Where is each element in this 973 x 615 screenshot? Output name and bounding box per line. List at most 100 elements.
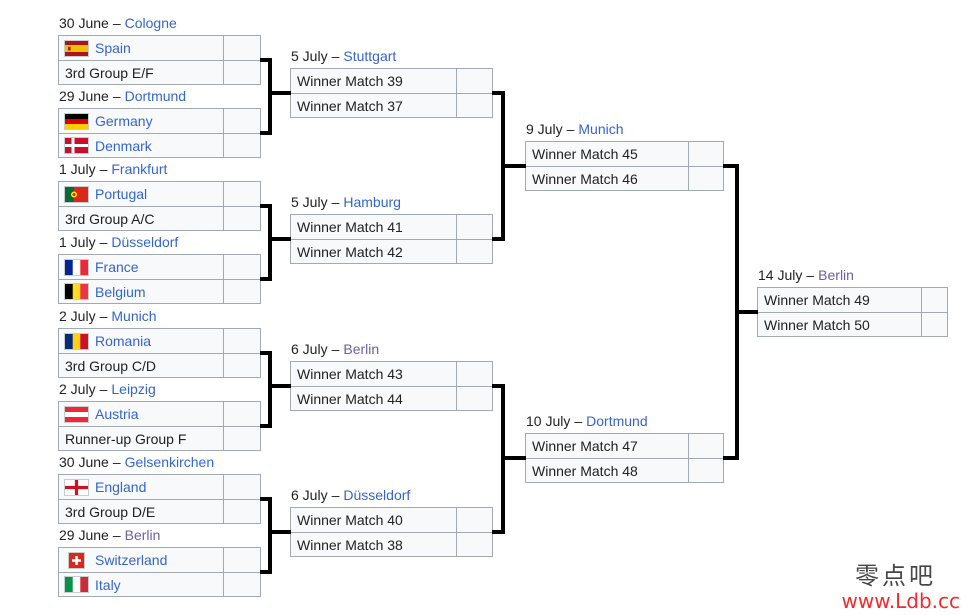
city-link[interactable]: Berlin [818, 267, 854, 283]
date-separator: – [112, 88, 121, 104]
city-link[interactable]: Hamburg [343, 194, 401, 210]
team-link[interactable]: Italy [95, 576, 121, 593]
match-row: Romania [59, 329, 260, 353]
match-date: 10 July [526, 413, 571, 429]
city-link[interactable]: Düsseldorf [111, 234, 179, 250]
bracket-connector [723, 456, 735, 460]
match-date-label: 2 July–Munich [59, 308, 157, 325]
team-placeholder: Winner Match 40 [297, 512, 403, 528]
match-date: 5 July [291, 194, 328, 210]
bracket-connector [272, 384, 291, 388]
bracket-connector [492, 91, 501, 95]
team-link[interactable]: Austria [95, 406, 139, 422]
match-date-label: 6 July–Berlin [291, 341, 379, 358]
bracket-connector [260, 131, 268, 135]
team-placeholder: Winner Match 50 [764, 316, 870, 333]
city-link[interactable]: Dortmund [586, 413, 648, 429]
score-cell [688, 434, 723, 458]
score-cell [223, 280, 260, 303]
match-row: Germany [59, 109, 260, 133]
team-placeholder: 3rd Group A/C [65, 210, 155, 227]
match-box-round-of-16-5: Romania 3rd Group C/D [58, 328, 261, 378]
city-link[interactable]: Dortmund [124, 88, 187, 104]
flag-icon-es [65, 40, 88, 56]
match-row: 3rd Group E/F [59, 60, 260, 84]
team-link[interactable]: England [95, 479, 147, 495]
team-cell: Spain [59, 36, 223, 60]
match-row: Winner Match 40 [291, 508, 492, 532]
team-link[interactable]: Germany [95, 113, 153, 129]
score-cell [223, 255, 260, 279]
city-link[interactable]: Stuttgart [343, 48, 397, 64]
match-date: 9 July [526, 121, 563, 137]
match-row: Winner Match 47 [526, 434, 723, 458]
date-separator: – [99, 234, 108, 250]
match-date-label: 2 July–Leipzig [59, 381, 156, 398]
team-link[interactable]: Spain [95, 40, 131, 56]
team-cell: Winner Match 43 [291, 362, 456, 386]
bracket-connector [272, 237, 291, 241]
city-link[interactable]: Berlin [124, 527, 161, 543]
match-row: Switzerland [59, 548, 260, 572]
match-row: Spain [59, 36, 260, 60]
team-placeholder: Winner Match 39 [297, 73, 403, 89]
city-link[interactable]: Leipzig [111, 381, 156, 397]
team-cell: Winner Match 47 [526, 434, 688, 458]
date-separator: – [112, 15, 121, 31]
team-placeholder: Winner Match 45 [532, 146, 638, 162]
bracket-connector [505, 456, 526, 460]
city-link[interactable]: Frankfurt [111, 161, 168, 177]
score-cell [456, 69, 492, 93]
date-separator: – [331, 194, 340, 210]
team-link[interactable]: Portugal [95, 186, 148, 202]
date-separator: – [566, 121, 575, 137]
bracket-connector [492, 384, 501, 388]
city-link[interactable]: Cologne [124, 15, 177, 31]
bracket-connector [260, 58, 268, 62]
match-row: Winner Match 43 [291, 362, 492, 386]
match-row: Winner Match 39 [291, 69, 492, 93]
team-cell: Italy [59, 573, 223, 596]
team-cell: Germany [59, 109, 223, 133]
team-cell: Winner Match 41 [291, 215, 456, 239]
team-cell: Winner Match 40 [291, 508, 456, 532]
match-date-label: 6 July–Düsseldorf [291, 487, 410, 504]
team-link[interactable]: Switzerland [95, 552, 168, 568]
team-cell: 3rd Group C/D [59, 354, 223, 377]
team-placeholder: Winner Match 47 [532, 438, 638, 454]
team-link[interactable]: Romania [95, 333, 152, 349]
city-link[interactable]: Munich [111, 308, 157, 324]
city-link[interactable]: Düsseldorf [343, 487, 411, 503]
team-link[interactable]: Belgium [95, 283, 146, 300]
city-link[interactable]: Munich [578, 121, 624, 137]
match-date-label: 14 July–Berlin [758, 267, 854, 284]
team-cell: Winner Match 49 [758, 288, 921, 312]
flag-icon-at [65, 406, 88, 422]
team-cell: Portugal [59, 182, 223, 206]
bracket-connector [260, 277, 268, 281]
team-cell: Winner Match 48 [526, 459, 688, 482]
team-cell: England [59, 475, 223, 499]
score-cell [223, 354, 260, 377]
score-cell [688, 459, 723, 482]
team-link[interactable]: Denmark [95, 137, 152, 154]
bracket-connector [268, 58, 272, 135]
city-link[interactable]: Gelsenkirchen [124, 454, 215, 470]
score-cell [456, 508, 492, 532]
bracket-connector [505, 164, 526, 168]
match-date: 5 July [291, 48, 328, 64]
team-link[interactable]: France [95, 259, 139, 275]
date-separator: – [112, 527, 121, 543]
bracket-connector [268, 204, 272, 281]
score-cell [223, 548, 260, 572]
city-link[interactable]: Berlin [343, 341, 380, 357]
bracket-connector [260, 204, 268, 208]
watermark-url: www.Ldb.cc [841, 589, 960, 613]
flag-icon-ro [65, 333, 88, 349]
match-date: 6 July [291, 487, 328, 503]
